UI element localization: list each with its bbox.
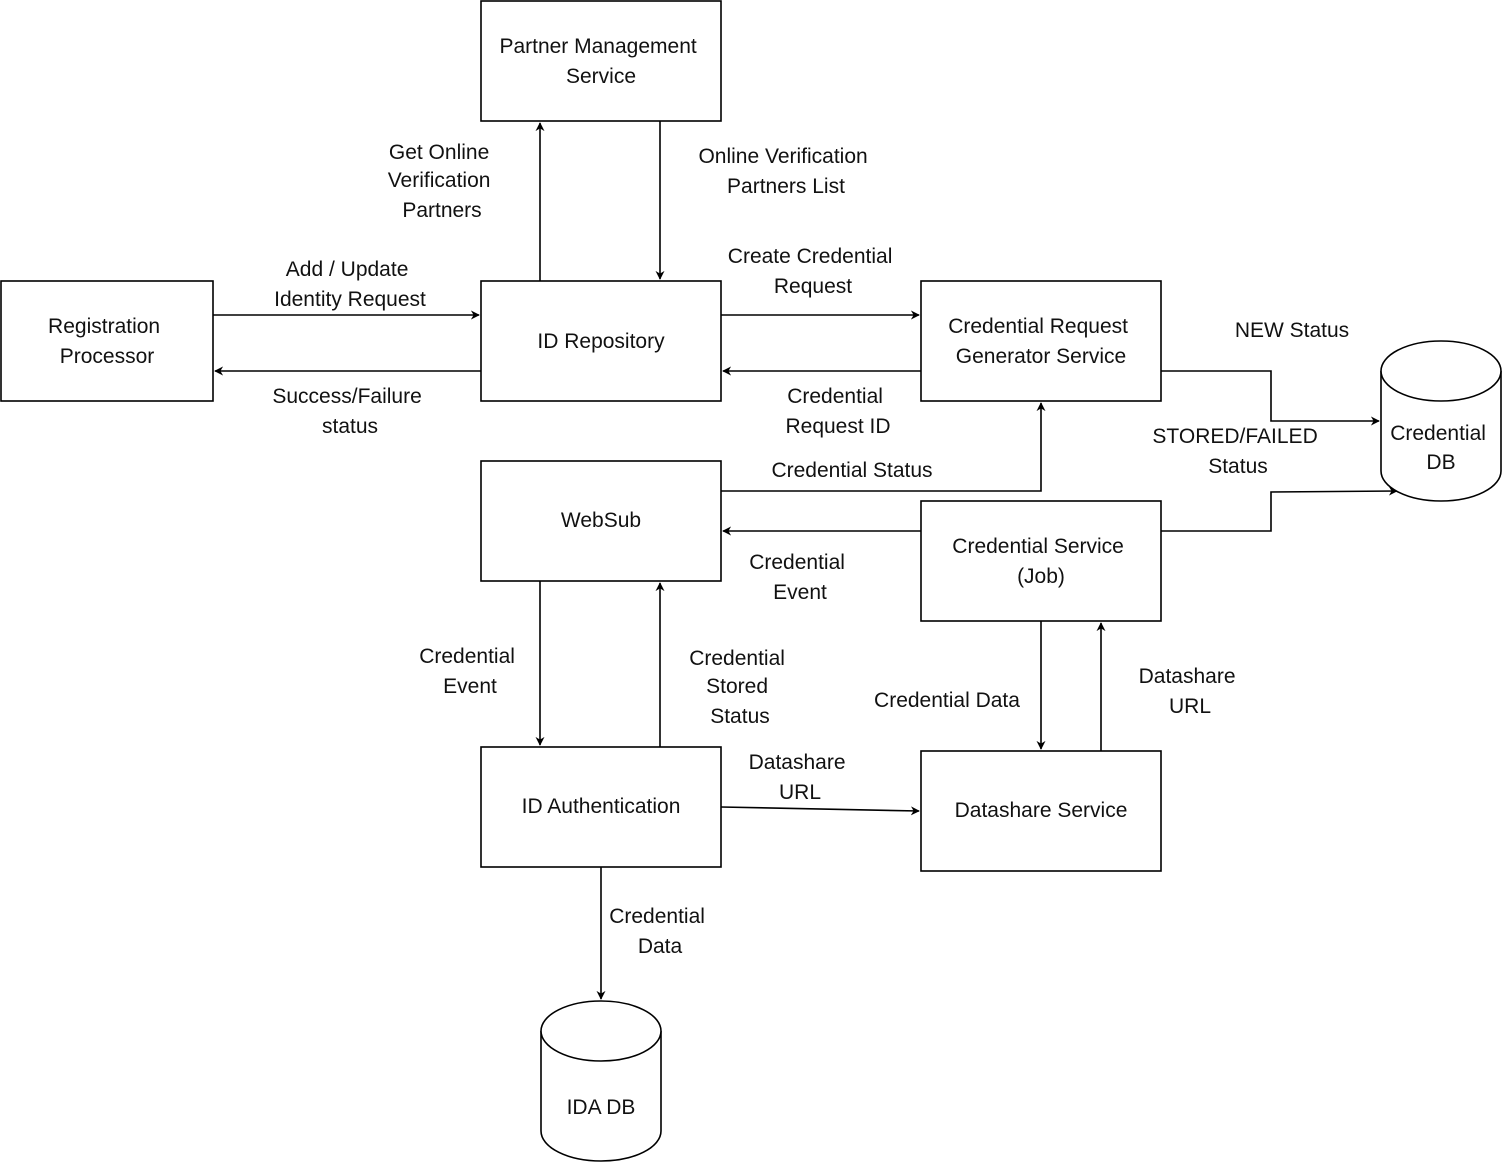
edge-label-credential-event-cs: Credential Event (749, 551, 851, 604)
edge-label-create-credential: Create Credential Request (728, 245, 898, 298)
id-authentication-label: ID Authentication (522, 795, 681, 818)
edge-label-datashare-url-ds: Datashare URL (1139, 665, 1242, 718)
edge-label-new-status: NEW Status (1235, 319, 1349, 342)
edge-label-credential-event-ws: Credential Event (419, 645, 521, 698)
websub-label: WebSub (561, 509, 641, 532)
edge-label-get-partners: Get Online Verification Partners (388, 141, 497, 222)
id-repository-box (480, 280, 722, 402)
edge-websub-to-crg (721, 402, 1046, 492)
ida-db-label: IDA DB (567, 1096, 636, 1119)
credential-service-label: Credential Service (Job) (952, 535, 1129, 588)
id-repository-label: ID Repository (537, 330, 665, 353)
edge-label-credential-stored-status: Credential Stored Status (689, 647, 791, 728)
credential-db-cylinder (1380, 340, 1502, 502)
websub-box (480, 460, 722, 582)
ida-db-cylinder (540, 1000, 662, 1162)
edge-label-partners-list: Online Verification Partners List (698, 145, 873, 198)
registration-processor-label: Registration Processor (48, 315, 166, 368)
edge-credservice-to-creddb (1161, 486, 1398, 532)
edge-label-credential-data-cs: Credential Data (874, 689, 1020, 712)
datashare-service-label: Datashare Service (955, 799, 1128, 822)
edge-label-datashare-url-ida: Datashare URL (749, 751, 852, 804)
edge-crg-to-creddb (1161, 370, 1380, 426)
edge-label-credential-data-ida: Credential Data (609, 905, 711, 958)
edge-label-credential-request-id: Credential Request ID (785, 385, 890, 438)
id-authentication-box (480, 746, 722, 868)
partner-management-service-label: Partner Management Service (499, 35, 702, 88)
credential-db-label: Credential DB (1390, 422, 1492, 474)
edge-ida-to-datashare (720, 806, 920, 816)
partner-management-service-box (480, 0, 722, 122)
edge-label-credential-status: Credential Status (771, 459, 932, 482)
edge-label-stored-failed: STORED/FAILED Status (1152, 425, 1323, 478)
registration-processor-box (0, 280, 214, 402)
credential-request-generator-box (920, 280, 1162, 402)
credential-service-box (920, 500, 1162, 622)
edge-label-add-update: Add / Update Identity Request (274, 258, 426, 311)
edge-label-success-failure: Success/Failure status (272, 385, 427, 438)
credential-request-generator-label: Credential Request Generator Service (948, 315, 1134, 368)
datashare-service-box (920, 750, 1162, 872)
